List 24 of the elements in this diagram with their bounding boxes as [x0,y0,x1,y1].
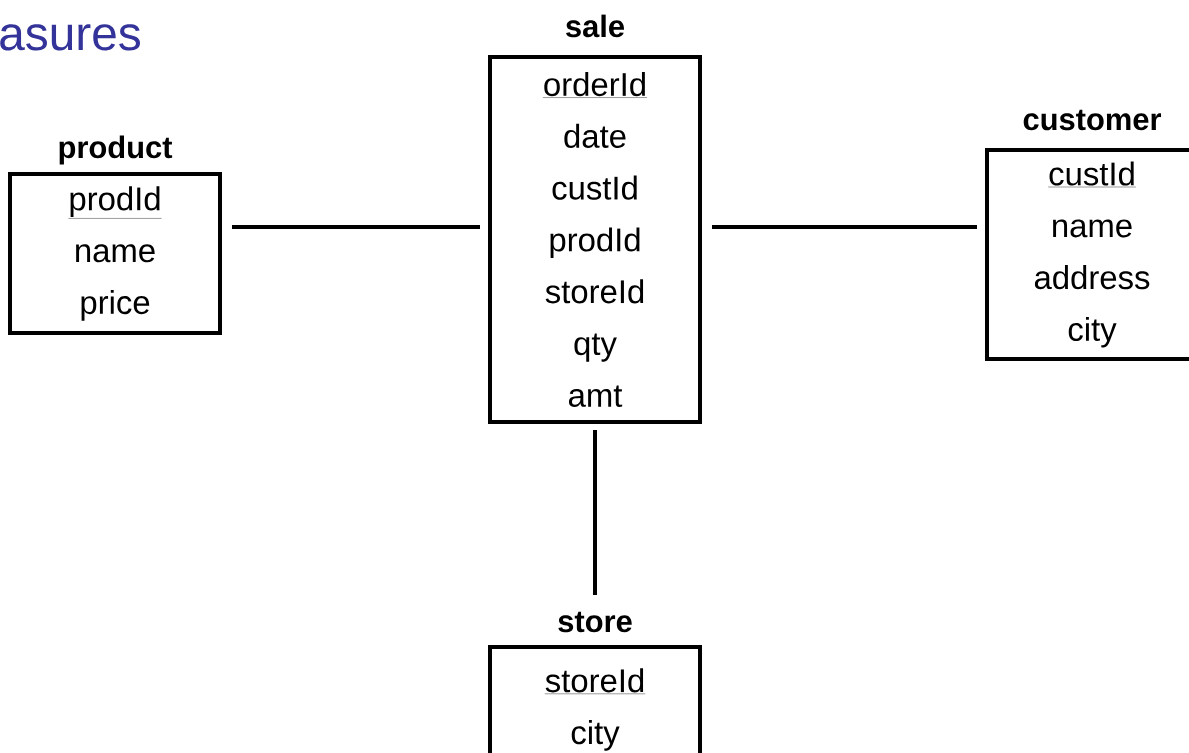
attribute-name: prodId [68,186,162,219]
connector-line [232,225,480,229]
entity-name: product [59,135,173,165]
attribute-name: date [564,123,626,148]
attribute-name: orderId [542,72,648,98]
entity-name: store [558,611,632,633]
connector-line [593,430,597,595]
attribute-name: name [76,244,155,263]
attribute-name: storeId [545,279,644,304]
entity-name: customer [1023,109,1162,131]
attribute-name: city [571,720,620,751]
entity-name: sale [566,14,624,38]
attribute-name: name [1053,219,1132,238]
attribute-name: price [81,289,150,321]
attribute-name: city [1068,316,1117,348]
attribute-name: storeId [544,668,646,694]
attribute-name: qty [574,333,617,362]
attribute-name: custId [552,175,637,200]
attribute-name: amt [569,385,623,407]
attribute-name: prodId [550,227,640,259]
attribute-name: custId [1047,161,1137,188]
attribute-name: address [1034,265,1150,290]
slide-title: asures [0,24,140,51]
connector-line [712,225,977,229]
